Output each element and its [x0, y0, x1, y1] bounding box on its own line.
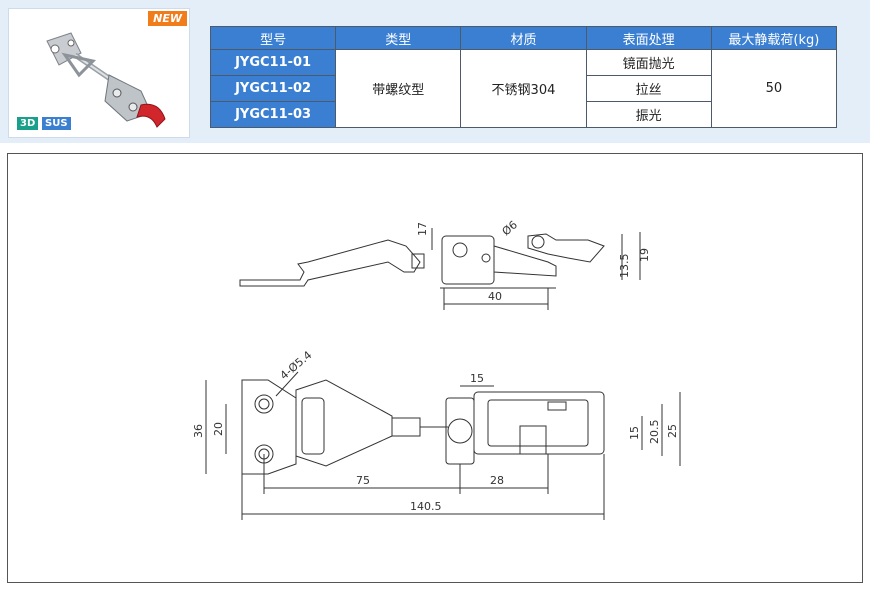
top-rod-nut	[391, 417, 421, 437]
top-loop	[295, 379, 393, 467]
top-latch-inner	[487, 399, 589, 447]
side-body	[441, 235, 495, 285]
top-base-plate	[241, 379, 297, 475]
model-cell: JYGC11-02	[209, 75, 337, 102]
type-cell: 带螺纹型	[335, 49, 462, 128]
table-row: JYGC11-01 带螺纹型 不锈钢304 镜面抛光 50	[209, 49, 838, 128]
dim-label: 15	[628, 426, 641, 440]
side-small-hole	[481, 253, 491, 263]
dimension-drawing: 17 Ø6 40 13.5 19 4-Ø5.4 36 20 15 15 20.5…	[192, 218, 681, 520]
dim-label: 20	[212, 422, 225, 436]
product-photo: NEW 3D SUS	[8, 8, 190, 138]
top-latch-body	[473, 391, 605, 455]
finish-cell: 拉丝	[585, 75, 712, 102]
top-mount-hole-inner	[258, 398, 270, 410]
side-arm	[493, 245, 557, 277]
finish-cell: 振光	[585, 101, 712, 128]
side-hook	[527, 233, 605, 263]
top-latch-pivot	[445, 397, 475, 465]
table-header-row: 型号 类型 材质 表面处理 最大静载荷(kg)	[209, 26, 838, 50]
top-pivot-circle	[447, 418, 473, 444]
side-link	[411, 253, 425, 269]
dim-label: 20.5	[648, 420, 661, 445]
header-max-load: 最大静载荷(kg)	[710, 26, 838, 50]
3d-badge: 3D	[17, 117, 39, 130]
finish-cell: 镜面抛光	[585, 49, 712, 76]
technical-drawing: 17 Ø6 40 13.5 19 4-Ø5.4 36 20 15 15 20.5…	[7, 153, 863, 583]
top-mount-hole	[254, 394, 274, 414]
header-band: NEW 3D SUS 型号 类型 材质 表面处理 最大静载荷(kg)	[0, 0, 870, 143]
spec-table: 型号 类型 材质 表面处理 最大静载荷(kg) JYGC11-01 带螺纹型 不…	[209, 26, 838, 128]
dim-label: 25	[666, 424, 679, 438]
side-hook-hole	[531, 235, 545, 249]
material-cell: 不锈钢304	[460, 49, 587, 128]
top-tab	[547, 401, 567, 411]
dim-label: 17	[416, 222, 429, 236]
side-pivot-hole	[452, 242, 468, 258]
model-cell: JYGC11-01	[209, 49, 337, 76]
sus-badge: SUS	[42, 117, 71, 130]
side-lever	[239, 239, 421, 287]
table-row: JYGC11-02 拉丝	[209, 75, 837, 102]
header-finish: 表面处理	[585, 26, 712, 50]
dim-label: 13.5	[618, 254, 631, 279]
top-hook-bracket	[519, 425, 547, 455]
dim-label: 75	[356, 474, 370, 487]
dim-label: 4-Ø5.4	[278, 348, 315, 382]
dim-label: 36	[192, 424, 205, 438]
header-material: 材质	[460, 26, 587, 50]
dim-label: 19	[638, 248, 651, 262]
new-badge: NEW	[148, 11, 187, 26]
top-loop-slot	[301, 397, 325, 455]
dim-label: 140.5	[410, 500, 442, 513]
latch-clamp-image	[46, 32, 166, 128]
model-cell: JYGC11-03	[209, 101, 337, 128]
max-load-cell: 50	[710, 49, 838, 128]
header-type: 类型	[335, 26, 462, 50]
dim-label: 28	[490, 474, 504, 487]
dim-label: 15	[470, 372, 484, 385]
header-model: 型号	[209, 26, 337, 50]
dim-label: Ø6	[500, 218, 520, 238]
table-row: JYGC11-03 振光	[209, 101, 837, 128]
leader-holes	[275, 371, 299, 397]
dim-label: 40	[488, 290, 502, 303]
